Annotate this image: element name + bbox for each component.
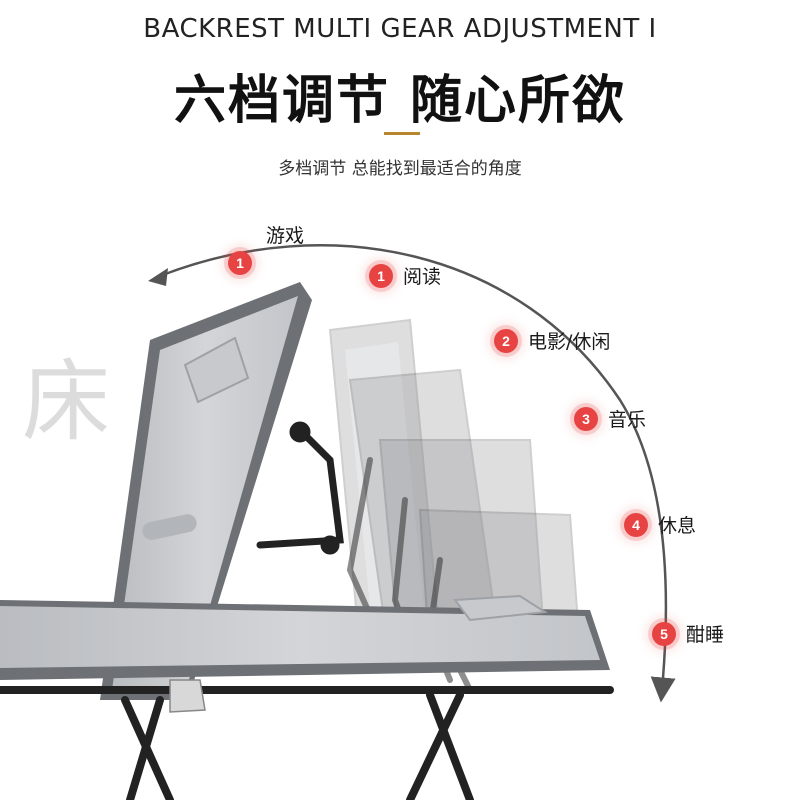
bed-frame [0,686,614,800]
gear-badge-game: 1 游戏 [228,225,304,275]
gear-badge-sleep: 5 酣睡 [652,620,724,647]
gear-label-movie: 电影/休闲 [528,331,611,353]
gear-badge-rest: 4 休息 [624,511,696,538]
gear-label-reading: 阅读 [403,266,442,288]
adjustment-arc [159,244,676,703]
accent-divider [384,132,420,135]
gear-number: 4 [624,512,648,537]
gear-number: 1 [369,263,393,288]
gear-label-sleep: 酣睡 [686,624,725,646]
main-backrest [100,282,312,700]
ghost-backrest-1 [328,318,442,652]
gear-badge-reading: 1 阅读 [369,262,441,289]
gear-number: 2 [494,328,518,353]
gear-number: 3 [574,406,598,431]
chinese-title: 六档调节 随心所欲 [173,71,627,131]
watermark-text: 床 [22,350,111,453]
gear-badge-movie: 2 电影/休闲 [494,327,610,354]
gear-badge-music: 3 音乐 [574,405,646,432]
gear-number: 1 [228,251,252,275]
subtitle: 多档调节 总能找到最适合的角度 [278,159,522,179]
english-title: BACKREST MULTI GEAR ADJUSTMENT I [143,14,657,44]
gear-label-music: 音乐 [608,409,647,431]
gear-number: 5 [652,621,676,646]
main-strut [256,421,344,555]
arc-start-arrow [148,268,168,286]
hinge-plate [169,679,206,713]
bed-seat [0,594,610,680]
gear-label-game: 游戏 [266,225,305,247]
gear-label-rest: 休息 [658,515,697,537]
